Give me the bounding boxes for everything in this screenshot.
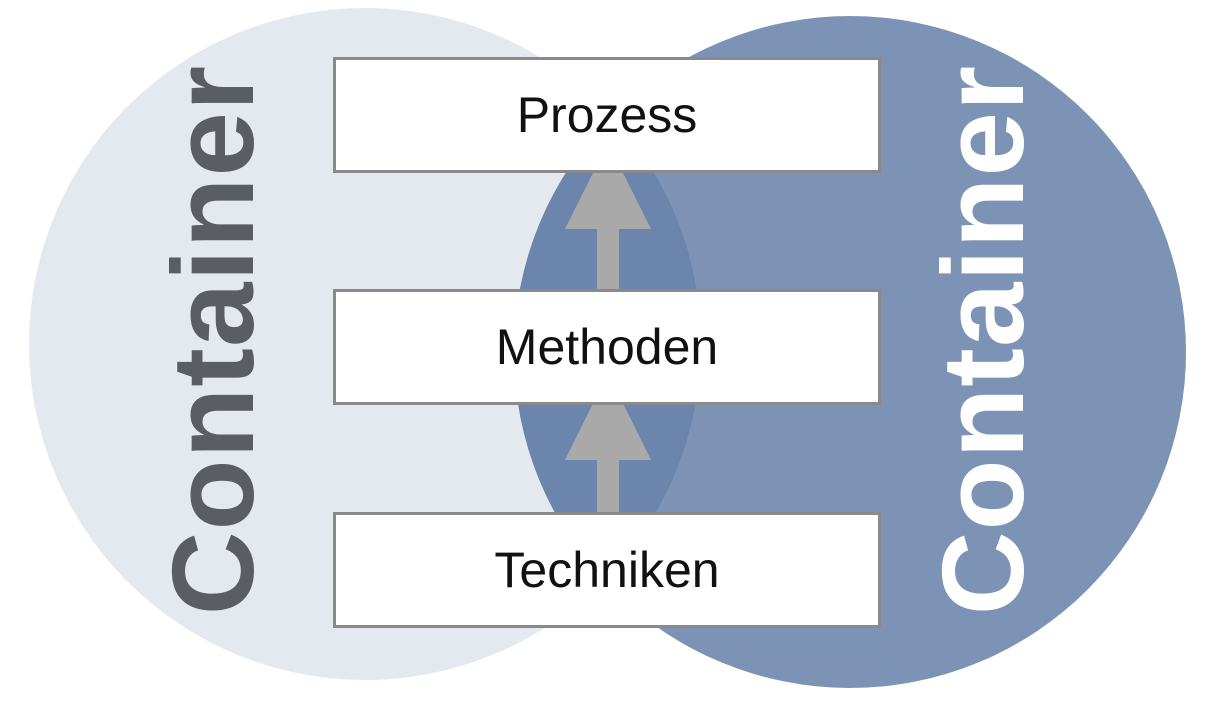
arrow-shaft (597, 458, 619, 515)
layer-box-prozess: Prozess (333, 57, 881, 173)
left-container-label: Container (148, 64, 278, 616)
layer-label: Prozess (516, 87, 698, 143)
layer-box-methoden: Methoden (333, 289, 881, 405)
arrow-techniken-to-methoden (565, 373, 651, 515)
arrow-methoden-to-prozess (565, 143, 651, 292)
arrow-head (565, 373, 651, 460)
layer-label: Techniken (494, 542, 720, 598)
layer-box-techniken: Techniken (333, 512, 881, 628)
right-container-label: Container (918, 64, 1048, 616)
arrow-head (565, 143, 651, 229)
layer-label: Methoden (495, 319, 719, 375)
arrow-shaft (597, 228, 619, 292)
